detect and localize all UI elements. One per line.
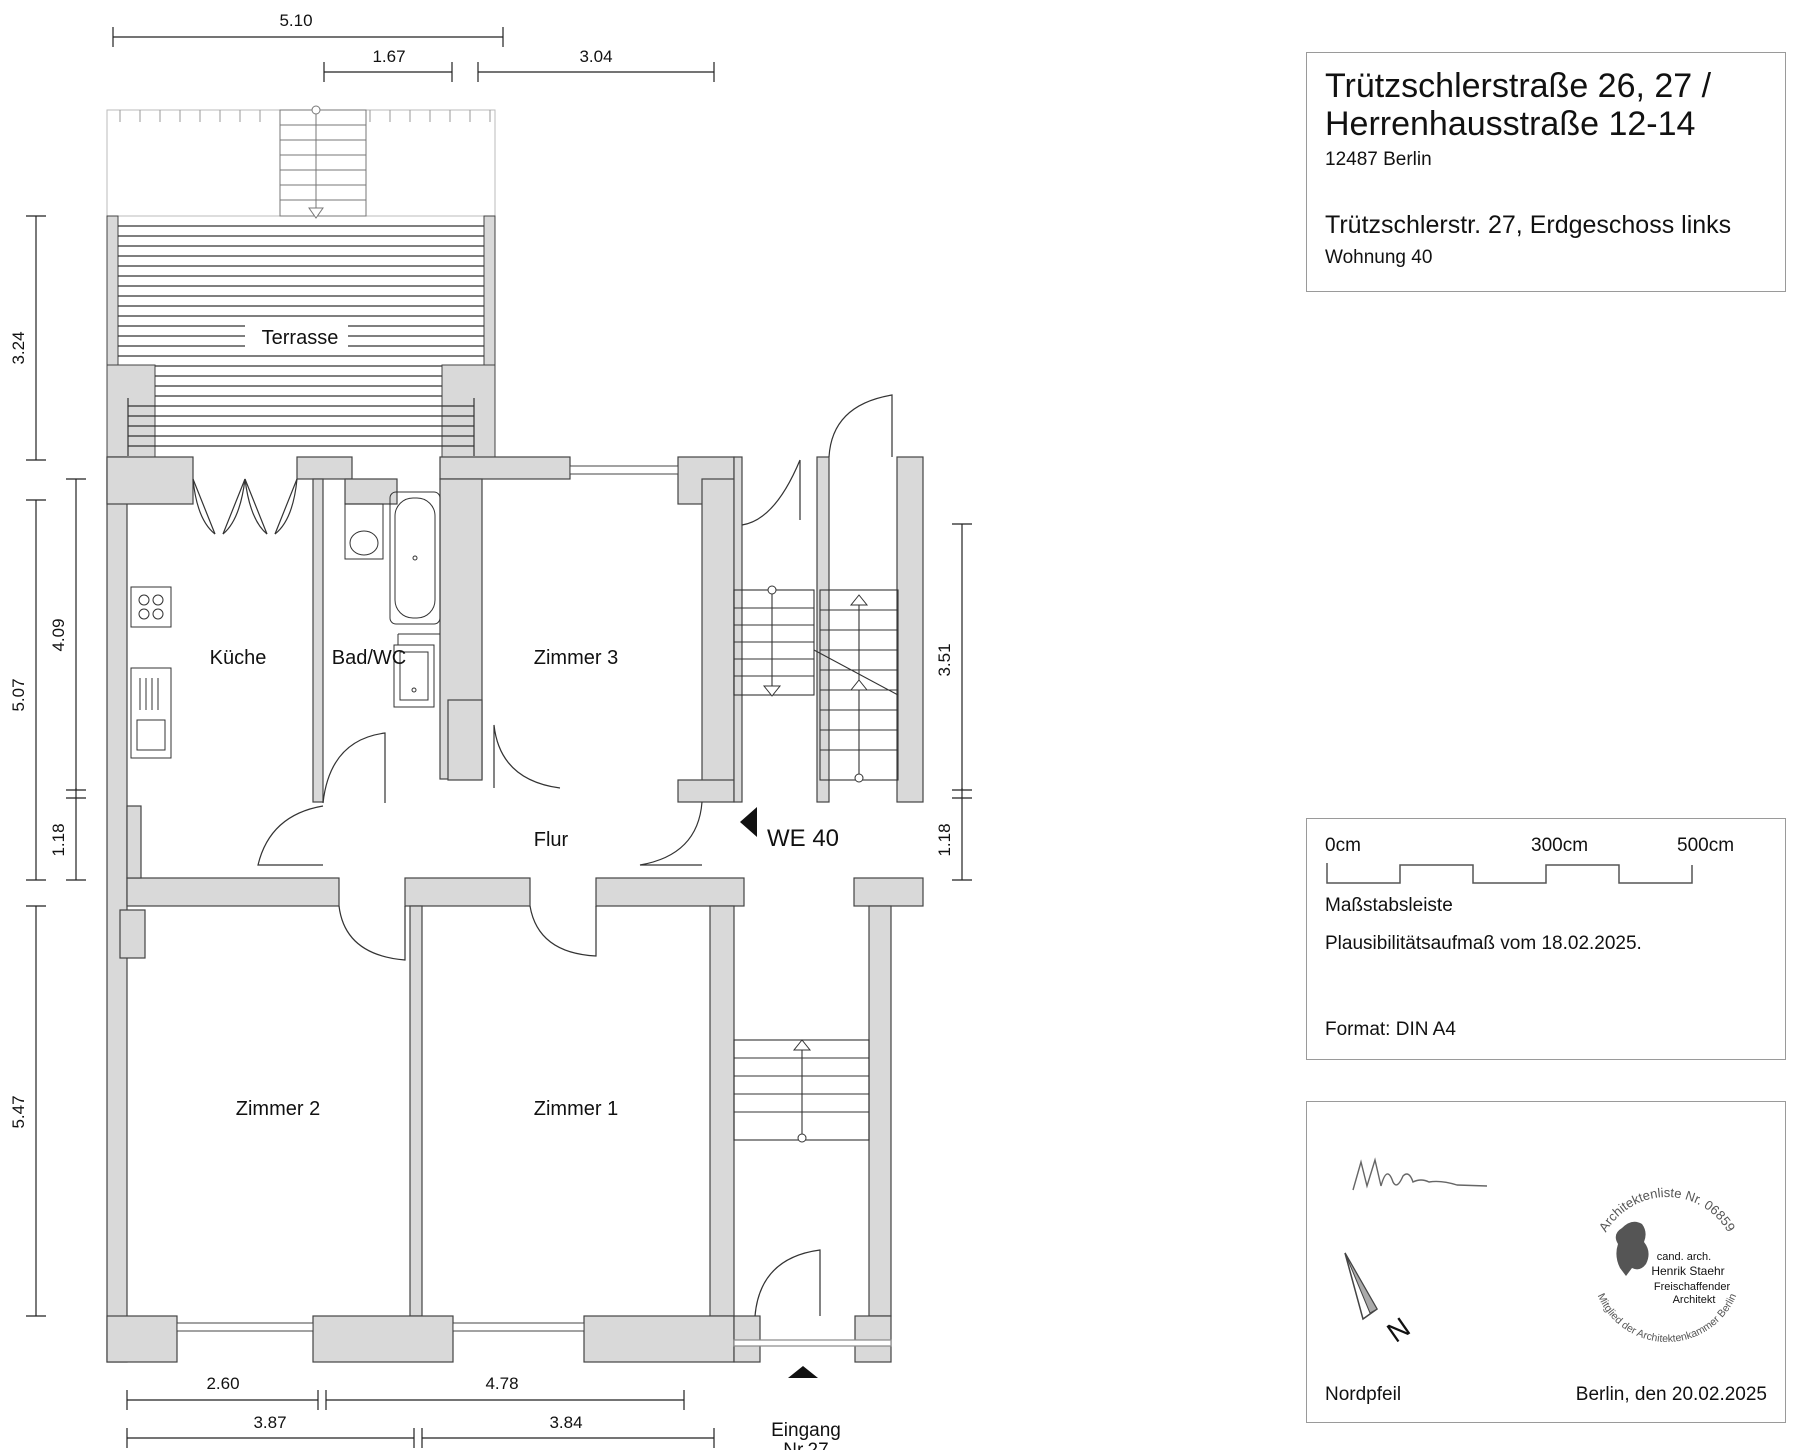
- scale-bar: [1326, 863, 1693, 884]
- terrace-area: [106, 105, 496, 458]
- scale-tick-500: 500cm: [1677, 835, 1735, 856]
- label-entrance: Eingang: [771, 1420, 841, 1441]
- dim-left-hall: 1.18: [49, 823, 68, 856]
- dim-right-hall: 1.18: [935, 823, 954, 856]
- walls: [106, 456, 924, 1363]
- signature-block: N Architektenliste Nr. 06859 Mitglied de…: [1306, 1101, 1786, 1423]
- dim-bottom-d: 3.84: [549, 1413, 582, 1432]
- dim-bottom-a: 2.60: [206, 1374, 239, 1393]
- svg-text:Architektenliste Nr. 06859: Architektenliste Nr. 06859: [1596, 1185, 1739, 1234]
- north-label: Nordpfeil: [1325, 1384, 1402, 1405]
- kitchen-stove: [130, 586, 172, 628]
- svg-text:Mitglied der Architektenkammer: Mitglied der Architektenkammer Berlin: [1595, 1292, 1740, 1346]
- stairs-upper: [733, 589, 899, 781]
- dimension-lines: [26, 27, 972, 1448]
- dim-bottom-c: 3.87: [253, 1413, 286, 1432]
- entrance-arrow: [788, 1366, 818, 1378]
- survey-note: Plausibilitätsaufmaß vom 18.02.2025.: [1325, 933, 1642, 954]
- stamp-name-4: Architekt: [1673, 1294, 1716, 1306]
- label-entrance-number: Nr.27: [783, 1440, 828, 1450]
- bear-emblem-icon: [1615, 1221, 1649, 1276]
- label-hall: Flur: [534, 829, 569, 851]
- label-room3: Zimmer 3: [534, 647, 618, 669]
- stamp-chamber: Mitglied der Architektenkammer Berlin: [1595, 1292, 1740, 1346]
- label-kitchen: Küche: [210, 647, 267, 669]
- dim-bottom-b: 4.78: [485, 1374, 518, 1393]
- architect-stamp: Architektenliste Nr. 06859 Mitglied der …: [1595, 1185, 1740, 1346]
- sign-date: Berlin, den 20.02.2025: [1575, 1384, 1767, 1405]
- stamp-registry: Architektenliste Nr. 06859: [1596, 1185, 1739, 1234]
- dim-top-a: 1.67: [372, 47, 405, 66]
- north-letter: N: [1381, 1311, 1415, 1348]
- scale-block: 0cm 300cm 500cm Maßstabsleiste Plausibil…: [1306, 818, 1786, 1060]
- kitchen-sink: [130, 667, 172, 759]
- signature: [1352, 1157, 1488, 1191]
- label-terrace: Terrasse: [262, 327, 339, 349]
- dim-left-terrace: 3.24: [9, 331, 28, 364]
- stamp-name-2: Henrik Staehr: [1651, 1264, 1724, 1278]
- stairs-lower: [733, 1039, 870, 1141]
- doors: [257, 394, 893, 1317]
- dim-top-b: 3.04: [579, 47, 612, 66]
- paper-format: Format: DIN A4: [1325, 1019, 1456, 1040]
- unit-marker-arrow: [740, 807, 757, 837]
- address-line-1: Trützschlerstraße 26, 27 /: [1325, 67, 1712, 105]
- stamp-name-3: Freischaffender: [1654, 1281, 1731, 1293]
- city: 12487 Berlin: [1325, 149, 1432, 170]
- label-room1: Zimmer 1: [534, 1098, 618, 1120]
- label-room2: Zimmer 2: [236, 1098, 320, 1120]
- bathroom-fixtures: [344, 491, 441, 708]
- label-unit-marker: WE 40: [767, 825, 839, 852]
- label-bathroom: Bad/WC: [332, 647, 406, 669]
- dim-right-stair: 3.51: [935, 643, 954, 676]
- scale-label: Maßstabsleiste: [1325, 895, 1453, 916]
- north-arrow-icon: N: [1344, 1252, 1416, 1348]
- scale-tick-0: 0cm: [1325, 835, 1361, 856]
- windows: [176, 465, 679, 1332]
- dim-left-kitchen-total: 5.07: [9, 678, 28, 711]
- dim-left-rooms: 5.47: [9, 1095, 28, 1128]
- kitchen-terrace-door: [192, 478, 298, 535]
- scale-tick-300: 300cm: [1531, 835, 1589, 856]
- dim-top-total: 5.10: [279, 11, 312, 30]
- unit-number: Wohnung 40: [1325, 247, 1433, 268]
- unit-line: Trützschlerstr. 27, Erdgeschoss links: [1325, 211, 1732, 239]
- address-line-2: Herrenhausstraße 12-14: [1325, 105, 1696, 143]
- stamp-name-1: cand. arch.: [1657, 1251, 1711, 1263]
- dim-left-kitchen: 4.09: [49, 618, 68, 651]
- title-block: Trützschlerstraße 26, 27 / Herrenhausstr…: [1306, 52, 1786, 292]
